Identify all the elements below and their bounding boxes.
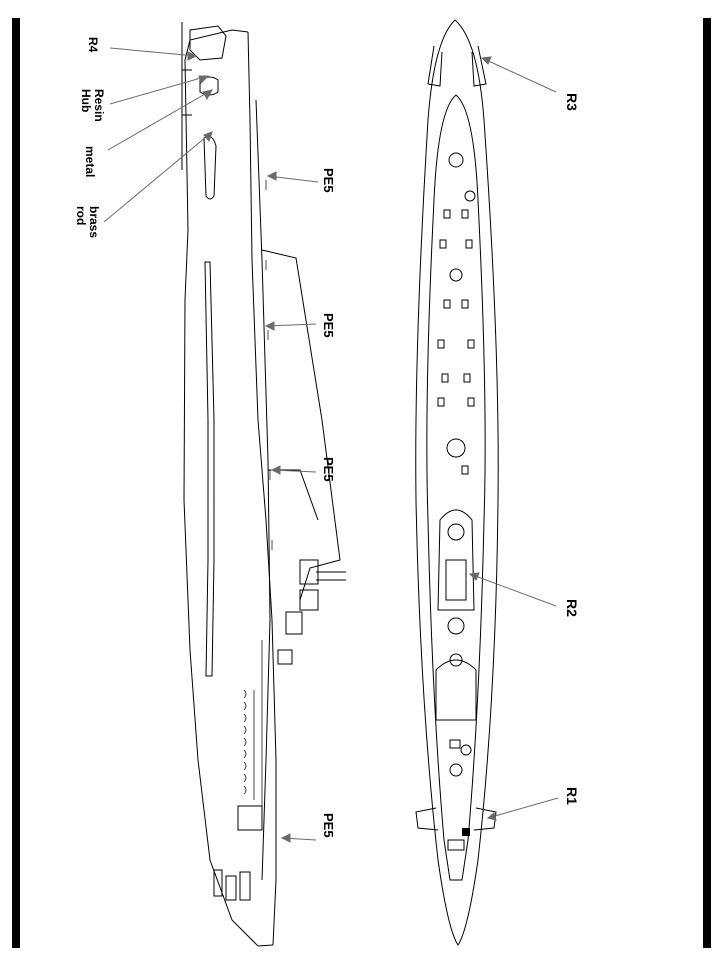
leader-lines — [103, 47, 559, 843]
brass-rod-label: brass rod — [72, 206, 101, 246]
r2-label: R2 — [564, 599, 580, 617]
r1-label: R1 — [564, 787, 580, 805]
resin-hub-label: Resin Hub — [77, 89, 106, 131]
bow-fitting-marker — [462, 828, 470, 836]
right-frame-bar — [703, 18, 711, 948]
pe5-label-4: PE5 — [321, 813, 336, 838]
r4-label: R4 — [86, 37, 100, 53]
pe5-label-3: PE5 — [321, 457, 336, 482]
metal-label: metal — [83, 146, 97, 178]
pe5-label-2: PE5 — [321, 313, 336, 338]
rod-label-line: rod — [74, 206, 89, 226]
brass-label-line: brass — [87, 206, 101, 239]
pe5-label-1: PE5 — [321, 168, 336, 193]
left-frame-bar — [12, 18, 20, 948]
resin-label-line: Resin — [92, 89, 106, 122]
r3-label: R3 — [564, 93, 580, 111]
side-profile-details — [243, 180, 273, 810]
top-view-hull — [415, 19, 499, 946]
hub-label-line: Hub — [79, 89, 94, 113]
